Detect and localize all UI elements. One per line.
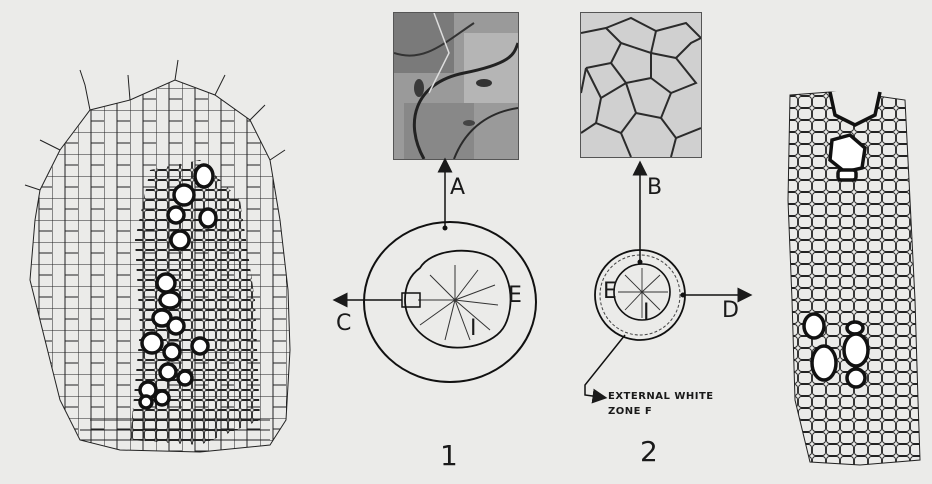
zone-label-line-1: EXTERNAL WHITE (608, 389, 714, 404)
zone-label-line-2: ZONE F (608, 404, 714, 419)
label-i-figure-1: I (470, 318, 477, 340)
label-d: D (722, 300, 739, 322)
external-white-zone-label: EXTERNAL WHITE ZONE F (608, 389, 714, 419)
label-a: A (450, 177, 465, 199)
right-tissue-drawing (788, 92, 920, 465)
section-diagram-1 (340, 165, 536, 382)
label-b: B (647, 177, 662, 199)
left-tissue-drawing (25, 60, 290, 452)
label-e-figure-2: E (603, 281, 617, 303)
label-i-figure-2: I (643, 302, 650, 324)
figure-number-1: 1 (440, 442, 458, 470)
figure-number-2: 2 (640, 438, 658, 466)
label-c: C (336, 313, 351, 335)
label-e-figure-1: E (508, 285, 522, 307)
